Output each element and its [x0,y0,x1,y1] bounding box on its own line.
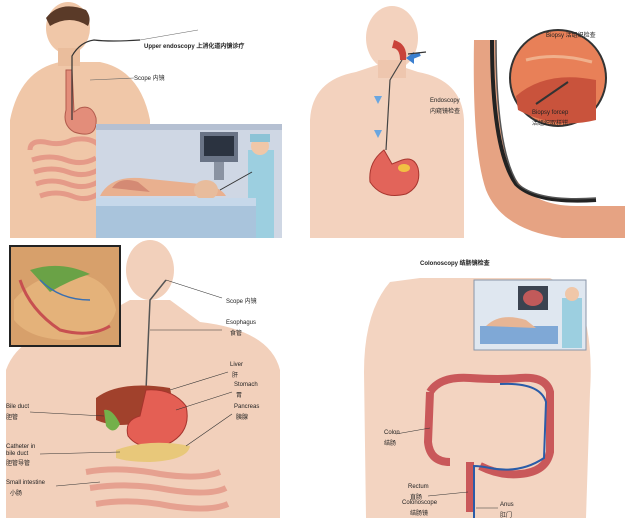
catheter-label: Catheter in [6,444,35,450]
bile-duct-label: Bile duct [6,404,29,410]
catheter-cn-label: 胆管导管 [6,458,30,467]
esophagus-label: Esophagus [226,320,256,326]
colonoscope-label: Colonoscope [402,500,437,506]
endoscopy-label: Endoscopy [430,98,460,104]
panel-biopsy: Biopsy 活组织检查 Endoscopy 内窥镜检查 Biopsy forc… [296,0,625,238]
scope-label: Scope 内镜 [134,73,165,82]
panel-colonoscopy: Colonoscopy 结肠镜检查 Colon 结肠 Rectum 直肠 Col… [350,252,610,518]
liver-cn-label: 肝 [232,370,238,379]
liver-label: Liver [230,362,243,368]
small-intestine-cn-label: 小肠 [10,488,22,497]
ercp-scope-label: Scope 内镜 [226,296,257,305]
upper-endoscopy-illustration [0,0,282,238]
anus-cn-label: 肛门 [500,510,512,518]
stomach-cn-label: 胃 [236,390,242,399]
ercp-illustration [0,240,280,518]
biopsy-label: Biopsy 活组织检查 [546,30,596,39]
pancreas-cn-label: 胰腺 [236,412,248,421]
colonoscopy-illustration [350,252,610,518]
colonoscopy-label: Colonoscopy 结肠镜检查 [420,258,490,267]
panel-ercp: Scope 内镜 Esophagus 食管 Liver 肝 Stomach 胃 … [0,240,280,518]
upper-endoscopy-label: Upper endoscopy 上消化道内镜诊疗 [144,41,244,50]
biopsy-forcep-cn-label: 活组织取样钳 [532,118,568,127]
esophagus-cn-label: 食管 [230,328,242,337]
catheter-label-2: bile duct [6,451,28,457]
bile-duct-cn-label: 胆管 [6,412,18,421]
anus-label: Anus [500,502,514,508]
small-intestine-label: Small intestine [6,480,45,486]
pancreas-label: Pancreas [234,404,259,410]
stomach-label: Stomach [234,382,258,388]
rectum-label: Rectum [408,484,429,490]
endoscopy-cn-label: 内窥镜检查 [430,106,460,115]
colon-label: Colon [384,430,400,436]
colonoscope-cn-label: 结肠镜 [410,508,428,517]
colon-cn-label: 结肠 [384,438,396,447]
panel-upper-endoscopy: Upper endoscopy 上消化道内镜诊疗 Scope 内镜 [0,0,282,238]
biopsy-forcep-label: Biopsy forcep [532,110,568,116]
